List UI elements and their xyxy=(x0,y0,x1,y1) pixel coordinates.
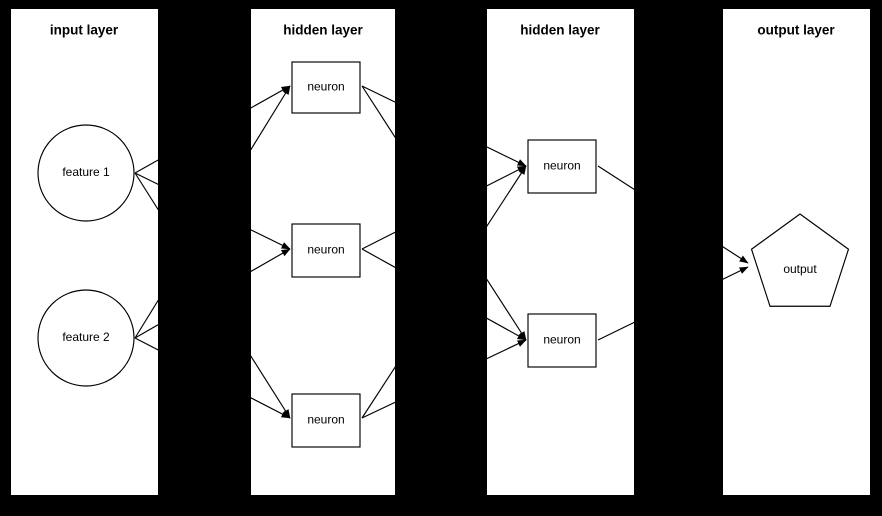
node-output-l3-0-shape[interactable] xyxy=(750,213,850,307)
node-neuron-l1-1-shape[interactable] xyxy=(291,223,361,278)
layer-panel-2 xyxy=(487,9,634,495)
node-neuron-l1-2-shape[interactable] xyxy=(291,393,361,448)
node-neuron-l1-1-label: neuron xyxy=(307,243,344,257)
panel-gaps xyxy=(158,0,723,516)
gap-overlay-1 xyxy=(395,0,487,516)
node-neuron-l1-0-shape[interactable] xyxy=(291,61,361,114)
node-neuron-l2-1-shape[interactable] xyxy=(527,313,597,368)
node-neuron-l1-2-label: neuron xyxy=(307,413,344,427)
layer-titles: input layer hidden layer hidden layer outpu… xyxy=(50,23,836,38)
gap-overlay-0 xyxy=(158,0,251,516)
layer-title-1: hidden layer xyxy=(283,23,363,38)
network-nodes: feature 1 feature 2 neuron neuron neuron neur… xyxy=(37,61,850,448)
gap-overlay-2 xyxy=(634,0,723,516)
node-neuron-l2-0-shape[interactable] xyxy=(527,139,597,194)
node-neuron-l2-1-label: neuron xyxy=(543,333,580,347)
layer-panel-0 xyxy=(11,9,158,495)
layer-title-0: input layer xyxy=(50,23,119,38)
node-output-l3-0-label: output xyxy=(783,262,817,276)
node-neuron-l1-0-label: neuron xyxy=(307,80,344,94)
node-feature-2-l0-1-label: feature 2 xyxy=(62,330,110,344)
layer-title-2: hidden layer xyxy=(520,23,600,38)
node-feature-1-l0-0-shape[interactable] xyxy=(37,124,135,222)
node-feature-2-l0-1-shape[interactable] xyxy=(37,289,135,387)
node-feature-1-l0-0-label: feature 1 xyxy=(62,165,110,179)
layer-title-3: output layer xyxy=(757,23,835,38)
node-neuron-l2-0-label: neuron xyxy=(543,159,580,173)
